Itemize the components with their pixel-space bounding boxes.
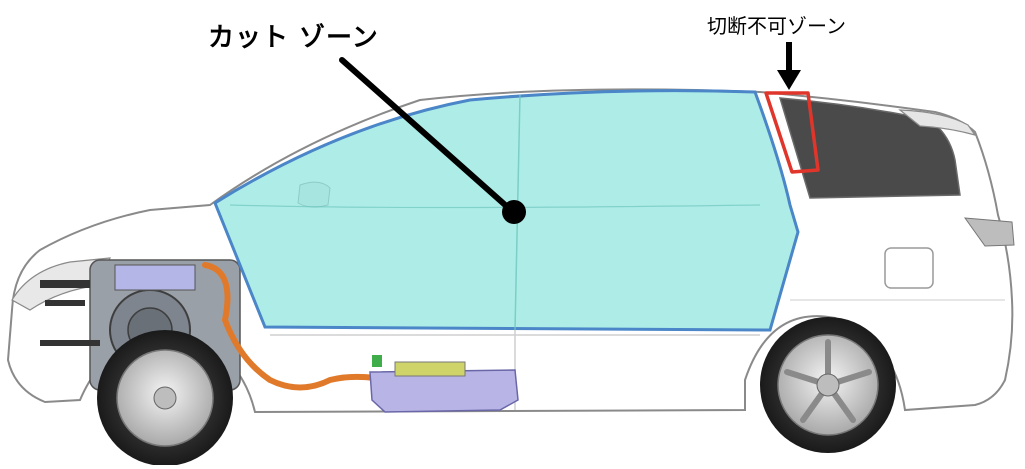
no-cut-zone-outline xyxy=(764,91,820,174)
cut-zone-leader xyxy=(339,57,526,224)
battery-pack xyxy=(369,355,519,413)
front-wheel xyxy=(97,330,233,466)
cut-zone-label: カット ゾーン xyxy=(208,23,379,53)
rear-wheel xyxy=(760,317,896,453)
no-cut-zone-label: 切断不可ゾーン xyxy=(707,14,846,38)
hv-cable xyxy=(202,262,378,391)
down-arrow-icon xyxy=(777,42,801,90)
